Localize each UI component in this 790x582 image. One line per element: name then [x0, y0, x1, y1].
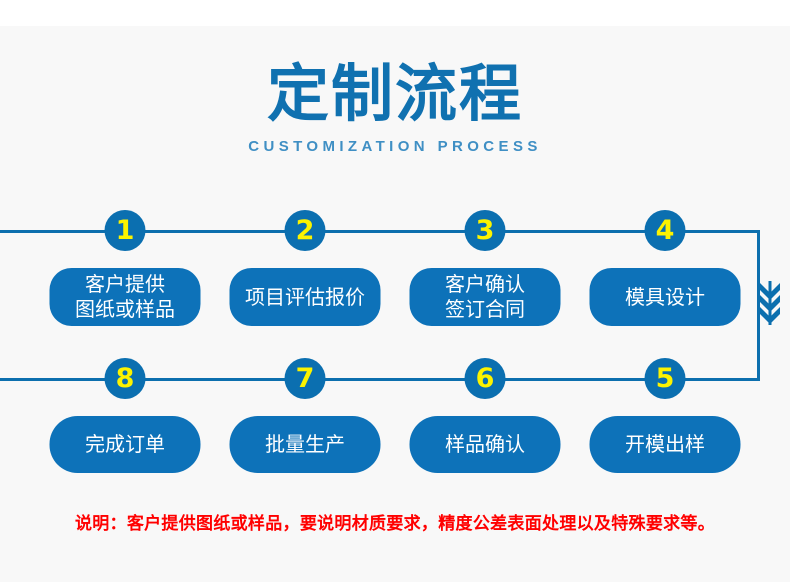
- top-white-strip: [0, 0, 790, 26]
- step-box-6-label: 样品确认: [445, 432, 525, 457]
- step-box-1-line-2: 图纸或样品: [75, 297, 175, 321]
- step-badge-5: 5: [644, 358, 686, 399]
- step-box-3-line-1: 客户确认: [445, 272, 525, 296]
- connector-line-bottom: [0, 378, 760, 381]
- step-box-7-label: 批量生产: [265, 432, 345, 457]
- step-box-5-line-1: 开模出样: [625, 432, 705, 456]
- step-badge-6: 6: [464, 358, 506, 399]
- triple-chevron-down-icon: [758, 281, 782, 325]
- step-box-5-label: 开模出样: [625, 432, 705, 457]
- step-box-1-label: 客户提供 图纸或样品: [75, 272, 175, 322]
- step-box-3[interactable]: 客户确认 签订合同: [409, 268, 561, 326]
- step-box-7-line-1: 批量生产: [265, 432, 345, 456]
- step-badge-2: 2: [284, 210, 326, 251]
- step-box-1[interactable]: 客户提供 图纸或样品: [49, 268, 201, 326]
- step-box-8[interactable]: 完成订单: [49, 416, 201, 473]
- step-box-6-line-1: 样品确认: [445, 432, 525, 456]
- step-badge-3: 3: [464, 210, 506, 251]
- page-title: 定制流程: [266, 57, 523, 130]
- footer-note: 说明：客户提供图纸或样品，要说明材质要求，精度公差表面处理以及特殊要求等。: [74, 514, 716, 534]
- step-box-3-line-2: 签订合同: [445, 297, 525, 321]
- connector-line-top: [0, 230, 760, 233]
- step-badge-7: 7: [284, 358, 326, 399]
- step-box-2-label: 项目评估报价: [245, 285, 365, 310]
- step-box-3-label: 客户确认 签订合同: [445, 272, 525, 322]
- step-badge-1: 1: [104, 210, 146, 251]
- step-box-2[interactable]: 项目评估报价: [229, 268, 381, 326]
- step-badge-4: 4: [644, 210, 686, 251]
- step-box-1-line-1: 客户提供: [85, 272, 165, 296]
- connector-line-right: [757, 230, 760, 381]
- step-box-4[interactable]: 模具设计: [589, 268, 741, 326]
- step-box-4-label: 模具设计: [625, 285, 705, 310]
- step-box-2-line-1: 项目评估报价: [245, 284, 365, 309]
- step-box-8-line-1: 完成订单: [85, 432, 165, 456]
- step-box-6[interactable]: 样品确认: [409, 416, 561, 473]
- step-box-5[interactable]: 开模出样: [589, 416, 741, 473]
- step-badge-8: 8: [104, 358, 146, 399]
- step-box-7[interactable]: 批量生产: [229, 416, 381, 473]
- header: 定制流程 CUSTOMIZATION PROCESS: [0, 58, 790, 156]
- step-box-8-label: 完成订单: [85, 432, 165, 457]
- step-box-4-line-1: 模具设计: [625, 284, 705, 309]
- page-subtitle: CUSTOMIZATION PROCESS: [248, 138, 542, 155]
